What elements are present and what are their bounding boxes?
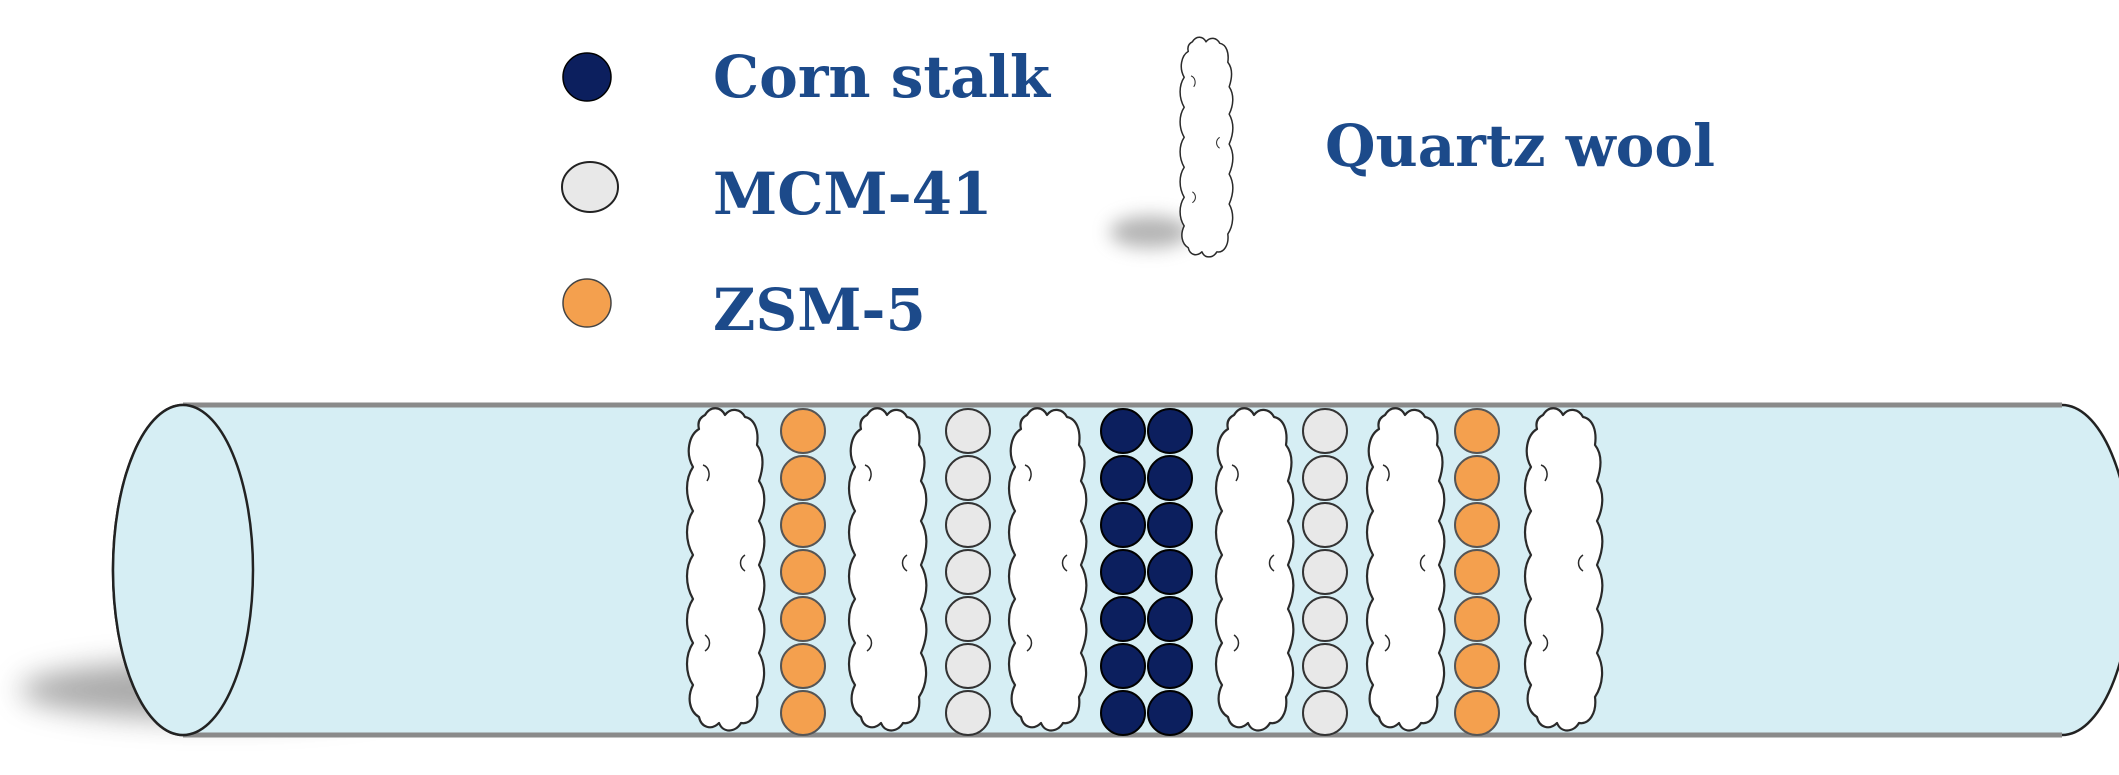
zsm5-particle bbox=[780, 690, 826, 736]
zsm5-particle bbox=[1454, 596, 1500, 642]
zsm5-particle bbox=[1454, 690, 1500, 736]
legend-item-quartz-wool: Quartz wool bbox=[1110, 36, 1715, 258]
corn-stalk-column-left bbox=[1100, 408, 1146, 736]
corn-stalk-particle bbox=[1147, 408, 1193, 454]
quartz-wool-plug-5 bbox=[1365, 407, 1446, 732]
corn-stalk-particle bbox=[1100, 408, 1146, 454]
zsm5-swatch-icon bbox=[562, 278, 612, 328]
mcm41-particle bbox=[1302, 408, 1348, 454]
corn-stalk-particle bbox=[1147, 502, 1193, 548]
mcm41-particle bbox=[945, 455, 991, 501]
mcm41-particle bbox=[1302, 690, 1348, 736]
mcm41-particle bbox=[1302, 502, 1348, 548]
quartz-wool-plug-3 bbox=[1007, 407, 1088, 732]
corn-stalk-column-right bbox=[1147, 408, 1193, 736]
zsm5-particle bbox=[780, 643, 826, 689]
mcm41-particle bbox=[945, 502, 991, 548]
packed-bed bbox=[685, 407, 1604, 736]
mcm41-swatch-icon bbox=[561, 161, 619, 213]
zsm5-particle bbox=[780, 502, 826, 548]
corn-stalk-particle bbox=[1147, 455, 1193, 501]
legend-item-zsm5: ZSM-5 bbox=[562, 276, 926, 344]
legend-item-corn-stalk: Corn stalk bbox=[562, 43, 1052, 111]
corn-stalk-particle bbox=[1100, 596, 1146, 642]
mcm41-particle bbox=[1302, 549, 1348, 595]
zsm5-column-left bbox=[780, 408, 826, 736]
zsm5-column-right bbox=[1454, 408, 1500, 736]
mcm41-particle bbox=[945, 643, 991, 689]
corn-stalk-particle bbox=[1100, 502, 1146, 548]
zsm5-particle bbox=[1454, 549, 1500, 595]
quartz-wool-swatch-icon bbox=[1179, 36, 1234, 258]
zsm5-particle bbox=[1454, 643, 1500, 689]
quartz-wool-plug-6 bbox=[1523, 407, 1604, 732]
mcm41-particle bbox=[1302, 596, 1348, 642]
mcm41-particle bbox=[1302, 643, 1348, 689]
mcm41-particle bbox=[1302, 455, 1348, 501]
corn-stalk-particle bbox=[1147, 596, 1193, 642]
corn-stalk-particle bbox=[1147, 643, 1193, 689]
corn-stalk-particle bbox=[1100, 690, 1146, 736]
legend-label-mcm41: MCM-41 bbox=[713, 160, 992, 228]
mcm41-particle bbox=[945, 549, 991, 595]
quartz-wool-plug-1 bbox=[685, 407, 766, 732]
mcm41-particle bbox=[945, 690, 991, 736]
corn-stalk-particle bbox=[1100, 549, 1146, 595]
corn-stalk-swatch-icon bbox=[562, 52, 612, 102]
legend-label-quartz-wool: Quartz wool bbox=[1325, 112, 1715, 180]
corn-stalk-particle bbox=[1100, 643, 1146, 689]
legend-label-zsm5: ZSM-5 bbox=[713, 276, 926, 344]
mcm41-particle bbox=[945, 596, 991, 642]
mcm41-column-right bbox=[1302, 408, 1348, 736]
corn-stalk-particle bbox=[1147, 549, 1193, 595]
mcm41-particle bbox=[945, 408, 991, 454]
quartz-wool-shadow bbox=[1110, 216, 1190, 248]
tube-left-opening bbox=[111, 403, 255, 737]
zsm5-particle bbox=[780, 596, 826, 642]
mcm41-column-left bbox=[945, 408, 991, 736]
legend: Corn stalk MCM-41 ZSM-5 Quartz wool bbox=[561, 36, 1715, 344]
zsm5-particle bbox=[1454, 502, 1500, 548]
quartz-wool-plug-4 bbox=[1214, 407, 1295, 732]
corn-stalk-particle bbox=[1147, 690, 1193, 736]
quartz-wool-plug-2 bbox=[847, 407, 928, 732]
zsm5-particle bbox=[780, 455, 826, 501]
corn-stalk-particle bbox=[1100, 455, 1146, 501]
zsm5-particle bbox=[780, 408, 826, 454]
zsm5-particle bbox=[1454, 455, 1500, 501]
zsm5-particle bbox=[1454, 408, 1500, 454]
legend-label-corn-stalk: Corn stalk bbox=[713, 43, 1052, 111]
legend-item-mcm41: MCM-41 bbox=[561, 160, 992, 228]
zsm5-particle bbox=[780, 549, 826, 595]
